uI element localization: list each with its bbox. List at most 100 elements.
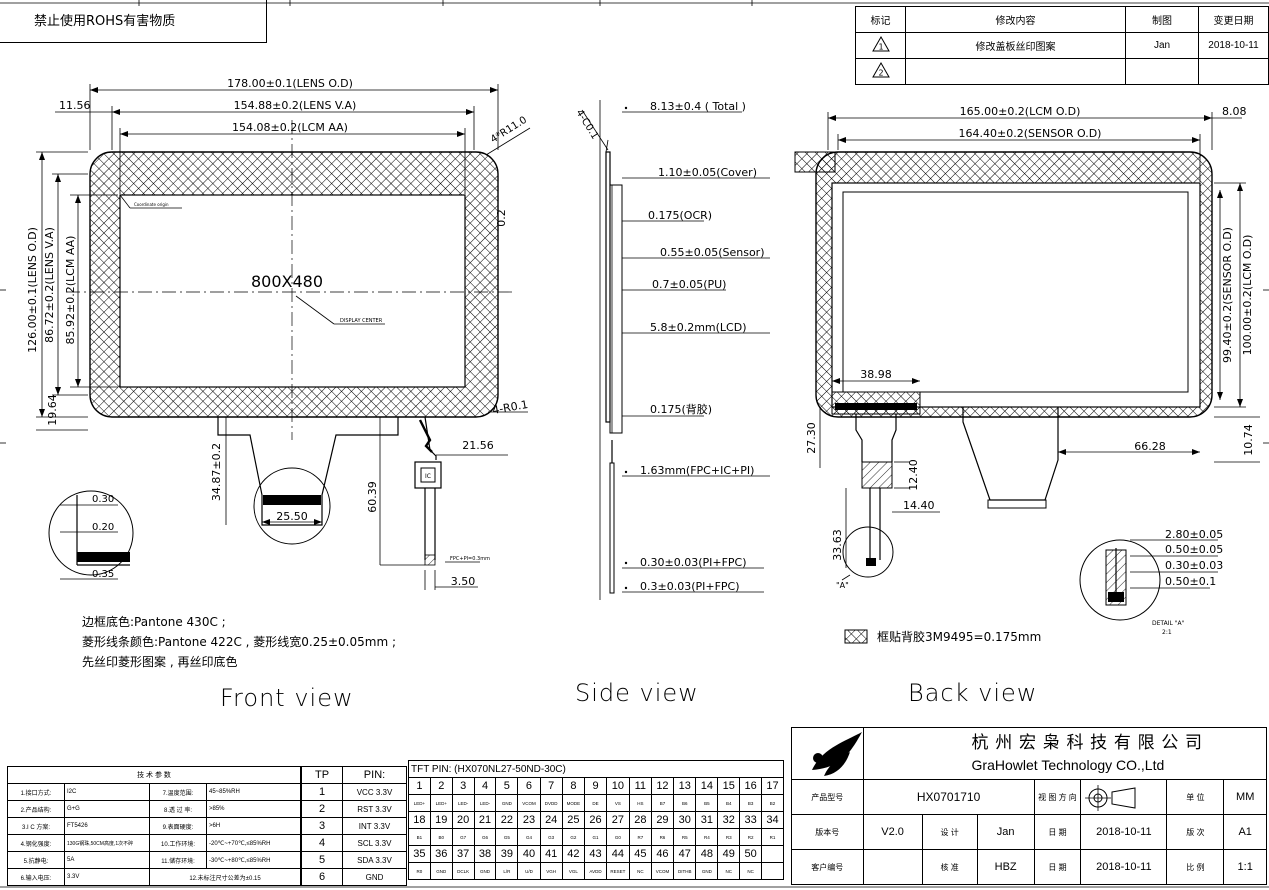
- ic-chip: [414, 461, 442, 489]
- param-label: 3.I C 方案:: [7, 817, 65, 835]
- rev-date-1: 2018-10-11: [1198, 32, 1269, 59]
- view-direction-cell: [1080, 779, 1168, 815]
- design-label: 设 计: [921, 814, 978, 850]
- approve-date-label: 日 期: [1033, 849, 1082, 885]
- tft-pin-signal: GND: [429, 862, 453, 880]
- design-date: 2018-10-11: [1080, 814, 1168, 850]
- tft-pin-number: 9: [584, 777, 607, 795]
- tft-pin-number: 21: [473, 811, 497, 829]
- dim-66-28: 66.28: [1134, 440, 1166, 453]
- tft-pin-number: 25: [561, 811, 586, 829]
- tft-pin-number: 45: [628, 845, 652, 863]
- tft-pin-signal: B0: [429, 828, 453, 846]
- note-print-order: 先丝印菱形图案 , 再丝印底色: [82, 655, 238, 669]
- dim-bottom-offset: 19.64: [46, 394, 59, 426]
- tft-pin-signal: R6: [650, 828, 675, 846]
- coordinate-origin-label: Coordinate origin: [134, 202, 169, 207]
- param-value: I2C: [64, 783, 150, 801]
- layer-sensor: 0.55±0.05(Sensor): [622, 246, 770, 259]
- svg-text:0.7±0.05(PU): 0.7±0.05(PU): [652, 278, 726, 291]
- tft-pin-signal: L/R: [495, 862, 519, 880]
- tft-pin-number: 16: [739, 777, 763, 795]
- dim-14-40: 14.40: [903, 499, 935, 512]
- tft-pin-number: 28: [628, 811, 652, 829]
- tft-pin-number: 30: [673, 811, 697, 829]
- dim-sensor-od-height: 99.40±0.2(SENSOR O.D): [1221, 227, 1234, 363]
- dim-fpc-offset: 21.56: [462, 439, 494, 452]
- layer-total: 8.13±0.4 ( Total ): [622, 100, 746, 113]
- company-name-en: GraHowlet Technology CO.,Ltd: [971, 756, 1165, 773]
- tft-pin-number: 22: [495, 811, 519, 829]
- dim-left-offset: 11.56: [59, 99, 91, 112]
- detail-a-dim-4: 0.50±0.1: [1165, 575, 1216, 588]
- tft-pin-number: 17: [761, 777, 784, 795]
- param-label: 6.输入电压:: [7, 868, 65, 886]
- adhesive-note: 框贴背胶3M9495=0.175mm: [877, 629, 1041, 644]
- tft-pin-signal: LED+: [408, 794, 431, 812]
- display-center-label: DISPLAY CENTER: [340, 318, 383, 324]
- dim-inner-radius: 4-R0.1: [491, 398, 529, 417]
- tft-pin-number: 27: [605, 811, 630, 829]
- svg-text:0.30±0.03(PI+FPC): 0.30±0.03(PI+FPC): [640, 556, 747, 569]
- tft-pin-number: 42: [561, 845, 586, 863]
- param-value: -20℃~+70℃,≤85%RH: [206, 834, 301, 852]
- front-notes: 边框底色:Pantone 430C ; 菱形线条颜色:Pantone 422C …: [82, 612, 396, 672]
- detail-a-dim-2: 0.50±0.05: [1165, 543, 1223, 556]
- tft-pin-number: 15: [717, 777, 741, 795]
- tft-pin-signal: DITHB: [673, 862, 697, 880]
- tft-pin-number: 47: [673, 845, 697, 863]
- dim-33-63: 33.63: [831, 529, 844, 561]
- param-value: 5A: [64, 851, 150, 869]
- tp-pin-number: 2: [301, 800, 343, 818]
- tft-pin-number: 41: [539, 845, 563, 863]
- tft-pin-signal: HS: [628, 794, 652, 812]
- tft-pin-signal: G7: [451, 828, 475, 846]
- tp-pin-number: 6: [301, 868, 343, 886]
- detail-dim-030: 0.30: [92, 494, 114, 505]
- tft-pin-number: 50: [739, 845, 763, 863]
- dim-right-offset: 8.08: [1222, 105, 1247, 118]
- dim-lens-od-width: 178.00±0.1(LENS O.D): [227, 77, 353, 90]
- rev-date-2: [1198, 58, 1269, 85]
- tft-pin-number: 14: [695, 777, 719, 795]
- scale-value: 1:1: [1223, 849, 1267, 885]
- note-frame-color: 边框底色:Pantone 430C ;: [82, 615, 226, 629]
- fpc-detail-circle: [253, 467, 331, 545]
- unit-value: MM: [1223, 779, 1267, 815]
- dim-fpc-tail: 3.50: [451, 575, 476, 588]
- dim-top-gap: 0.2: [495, 209, 508, 227]
- tft-pin-number: 1: [408, 777, 431, 795]
- tft-pin-signal: LED+: [429, 794, 453, 812]
- tft-pin-signal: LED-: [473, 794, 497, 812]
- designer: Jan: [976, 814, 1035, 850]
- param-label: 5.抗静电:: [7, 851, 65, 869]
- approver: HBZ: [976, 849, 1035, 885]
- dim-27-30: 27.30: [805, 422, 818, 454]
- adhesive-legend-swatch: [844, 629, 868, 644]
- dim-lcm-od-height: 100.00±0.2(LCM O.D): [1241, 235, 1254, 356]
- tp-pin-signal: VCC 3.3V: [342, 783, 407, 801]
- tft-pin-signal: AVDD: [584, 862, 607, 880]
- tft-pin-number: 19: [429, 811, 453, 829]
- tft-pin-signal: R1: [761, 828, 784, 846]
- tft-pin-signal: G2: [561, 828, 586, 846]
- dim-fpc-length-left: 34.87±0.2: [210, 443, 223, 501]
- tft-pin-number: 44: [605, 845, 630, 863]
- tft-pin-number: 2: [429, 777, 453, 795]
- tft-pin-number: 20: [451, 811, 475, 829]
- rev-header-mark: 标记: [855, 6, 906, 33]
- param-label: 1.接口方式:: [7, 783, 65, 801]
- param-label: 11.储存环境:: [149, 851, 207, 869]
- rev-header-content: 修改内容: [905, 6, 1126, 33]
- detail-a-dim-3: 0.30±0.03: [1165, 559, 1223, 572]
- tp-pin-signal: INT 3.3V: [342, 817, 407, 835]
- tft-pin-number: 4: [473, 777, 497, 795]
- tft-pin-signal: GND: [495, 794, 519, 812]
- tft-pin-number: 7: [539, 777, 563, 795]
- layer-adhesive: 0.175(背胶): [622, 402, 712, 417]
- dim-lcm-aa-width: 154.08±0.2(LCM AA): [232, 121, 348, 134]
- tft-pin-number: 18: [408, 811, 431, 829]
